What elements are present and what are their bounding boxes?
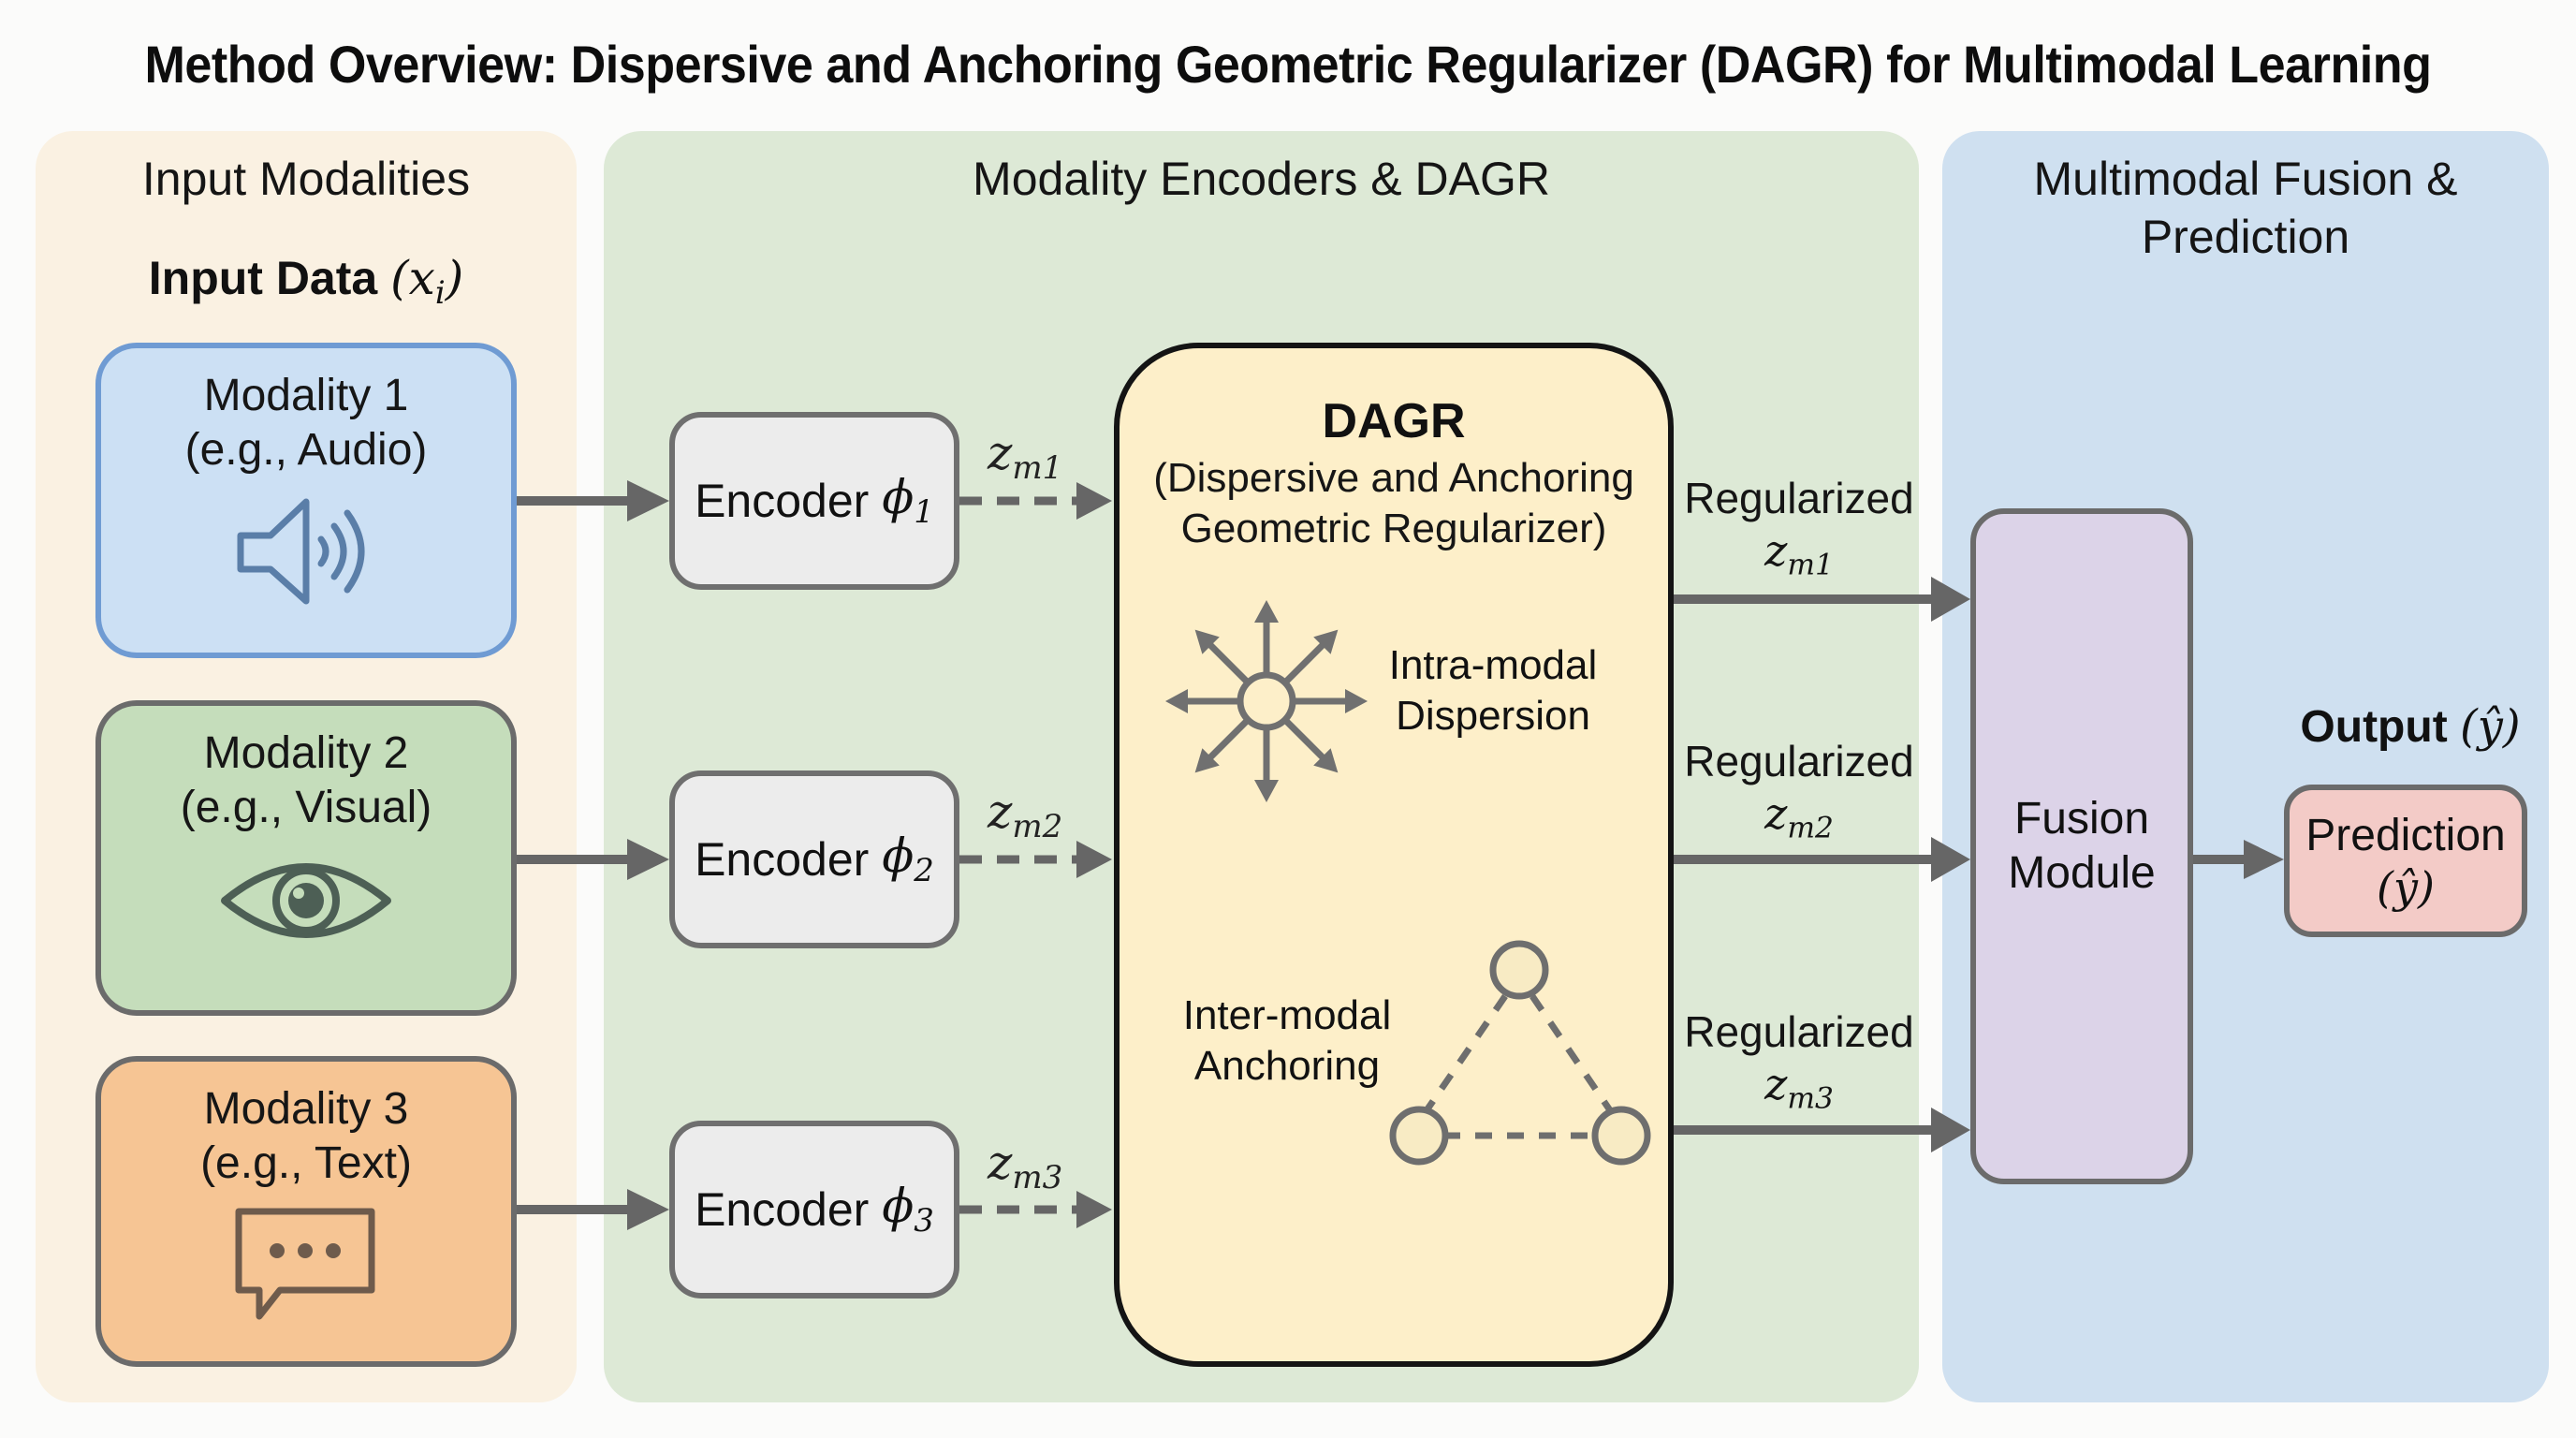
encoder-1-symbol: ϕ1 <box>882 470 934 532</box>
encoder-box-2: Encoder ϕ2 <box>669 770 959 948</box>
dagr-title: DAGR <box>1322 394 1466 448</box>
dispersion-ray-e <box>1295 689 1368 713</box>
panel-title-fusion: Multimodal Fusion & Prediction <box>1942 150 2549 266</box>
input-data-label: Input Data (xi) <box>36 251 577 312</box>
latent-label-2: zm2 <box>988 785 1063 846</box>
input-data-symbol: (xi) <box>390 251 464 313</box>
dashed-arrow-encoder1-dagr <box>959 482 1112 520</box>
dispersion-ray-ne <box>1283 629 1339 684</box>
speaker-icon <box>237 498 365 605</box>
modality-visual-example: (e.g., Visual) <box>180 783 432 832</box>
arrow-fusion-prediction <box>2193 840 2284 879</box>
regularized-label-3-text: Regularized <box>1684 1007 1914 1056</box>
arrow-dagr-fusion-2 <box>1674 837 1970 882</box>
dispersion-ray-nw <box>1194 629 1250 684</box>
dispersion-icon <box>1165 600 1368 802</box>
dispersion-ray-w <box>1165 689 1238 713</box>
fusion-module-box: Fusion Module <box>1970 508 2193 1184</box>
regularized-label-3-symbol: zm3 <box>1764 1059 1834 1116</box>
anchoring-label-line1: Inter-modal <box>1182 992 1392 1038</box>
panel-title-fusion-line1: Multimodal Fusion & <box>2033 153 2458 205</box>
regularized-label-2-text: Regularized <box>1684 737 1914 785</box>
chat-bubble-icon <box>235 1208 375 1320</box>
regularized-label-2: Regularized zm2 <box>1677 735 1921 854</box>
panel-title-encoders: Modality Encoders & DAGR <box>973 153 1550 205</box>
arrow-modality1-encoder1 <box>517 480 669 521</box>
prediction-line2: (ŷ) <box>2377 861 2435 913</box>
dagr-box <box>1114 343 1674 1367</box>
dagr-subtitle-line2: Geometric Regularizer) <box>1180 506 1607 551</box>
latent-label-3: zm3 <box>988 1136 1063 1197</box>
encoder-box-3: Encoder ϕ3 <box>669 1121 959 1299</box>
modality-audio-name: Modality 1 <box>203 371 409 420</box>
panel-title-input: Input Modalities <box>141 153 471 205</box>
modality-text-example: (e.g., Text) <box>200 1138 412 1188</box>
dashed-arrow-encoder2-dagr <box>959 841 1112 878</box>
anchor-node-right <box>1591 1106 1651 1166</box>
arrow-dagr-fusion-1 <box>1674 577 1970 622</box>
anchoring-label-line2: Anchoring <box>1193 1043 1381 1089</box>
figure-title: Method Overview: Dispersive and Anchorin… <box>144 35 2432 94</box>
encoder-3-label: Encoder <box>695 1183 870 1236</box>
dispersion-ray-s <box>1254 729 1279 802</box>
input-data-text: Input Data <box>148 252 378 304</box>
dispersion-ray-sw <box>1194 718 1250 773</box>
prediction-box: Prediction (ŷ) <box>2284 785 2527 937</box>
output-label-symbol: (ŷ) <box>2460 700 2521 753</box>
panel-title-fusion-line2: Prediction <box>2141 211 2350 263</box>
output-label: Output (ŷ) <box>2284 700 2537 753</box>
eye-icon <box>221 863 391 938</box>
modality-audio-example: (e.g., Audio) <box>184 425 428 475</box>
regularized-label-2-symbol: zm2 <box>1764 788 1834 845</box>
dagr-subtitle: (Dispersive and Anchoring Geometric Regu… <box>1114 453 1674 554</box>
arrow-modality3-encoder3 <box>517 1189 669 1230</box>
fusion-module-line2: Module <box>2008 848 2156 898</box>
anchor-node-top <box>1489 940 1549 1000</box>
encoder-box-1: Encoder ϕ1 <box>669 412 959 590</box>
modality-visual-name: Modality 2 <box>203 728 409 778</box>
encoder-2-symbol: ϕ2 <box>882 829 934 890</box>
dispersion-ray-se <box>1283 718 1339 773</box>
encoder-2-label: Encoder <box>695 833 870 886</box>
modality-text-name: Modality 3 <box>203 1084 409 1134</box>
dispersion-label: Intra-modal Dispersion <box>1376 640 1610 741</box>
regularized-label-3: Regularized zm3 <box>1677 1005 1921 1124</box>
modality-box-audio: Modality 1 (e.g., Audio) <box>95 343 517 658</box>
dispersion-label-line1: Intra-modal <box>1388 642 1598 688</box>
regularized-label-1: Regularized zm1 <box>1677 472 1921 591</box>
anchor-node-left <box>1389 1106 1449 1166</box>
output-label-text: Output <box>2300 702 2448 752</box>
prediction-line1: Prediction <box>2305 810 2506 860</box>
arrow-dagr-fusion-3 <box>1674 1108 1970 1152</box>
anchoring-label: Inter-modal Anchoring <box>1161 990 1413 1092</box>
latent-label-1: zm1 <box>988 426 1063 488</box>
dispersion-ray-n <box>1254 600 1279 673</box>
arrow-modality2-encoder2 <box>517 839 669 880</box>
anchoring-icon <box>1389 940 1651 1166</box>
fusion-module-line1: Fusion <box>2013 794 2150 844</box>
dispersion-label-line2: Dispersion <box>1396 693 1590 739</box>
dashed-arrow-encoder3-dagr <box>959 1191 1112 1228</box>
modality-box-text: Modality 3 (e.g., Text) <box>95 1056 517 1367</box>
modality-box-visual: Modality 2 (e.g., Visual) <box>95 700 517 1016</box>
dagr-subtitle-line1: (Dispersive and Anchoring <box>1153 455 1634 501</box>
regularized-label-1-text: Regularized <box>1684 474 1914 522</box>
encoder-1-label: Encoder <box>695 475 870 527</box>
encoder-3-symbol: ϕ3 <box>882 1179 934 1240</box>
regularized-label-1-symbol: zm1 <box>1764 525 1834 582</box>
